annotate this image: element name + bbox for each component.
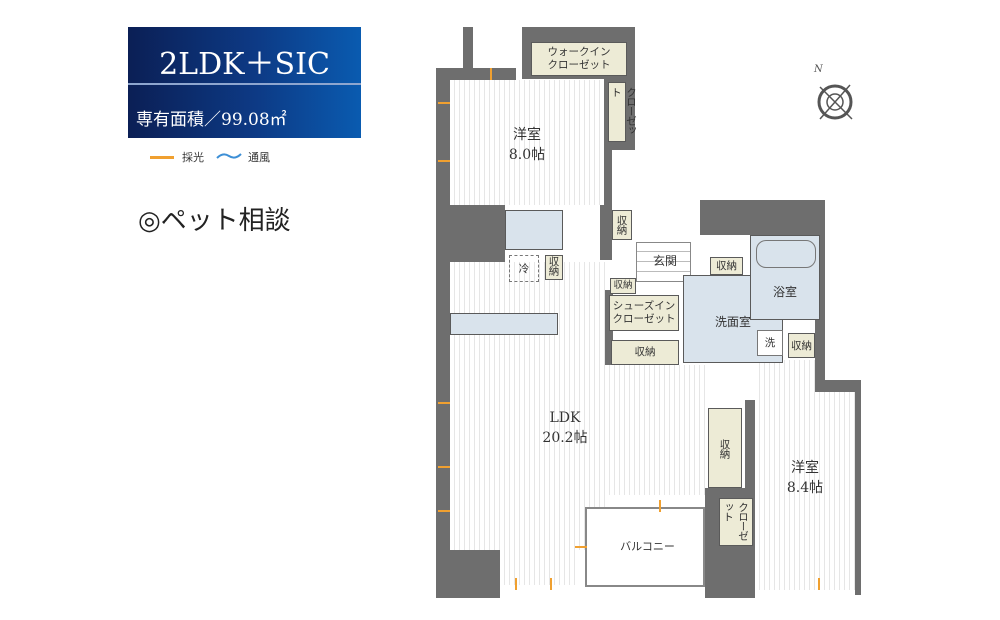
- wall: [700, 200, 825, 235]
- wall: [436, 68, 516, 80]
- storage: 収納: [710, 257, 743, 275]
- wall: [450, 205, 505, 262]
- kitchen-counter: [450, 313, 558, 335]
- entrance-label: 玄関: [652, 254, 677, 268]
- wall: [436, 68, 450, 598]
- plan-type: 2LDK＋SIC: [159, 47, 330, 82]
- bathtub-icon: [756, 240, 816, 268]
- wind-legend-icon: [216, 153, 242, 159]
- shoes-in-closet: シューズイン クローゼット: [609, 295, 679, 331]
- storage: 収納: [708, 408, 742, 488]
- compass-north-label: N: [814, 64, 823, 75]
- fridge-space: 冷: [509, 255, 539, 282]
- western-room-1: [450, 80, 604, 205]
- light-marker-icon: [659, 500, 661, 512]
- wall: [463, 27, 473, 72]
- light-marker-icon: [438, 510, 450, 512]
- light-marker-icon: [438, 102, 450, 104]
- storage: 収納: [545, 255, 563, 280]
- wall: [440, 550, 500, 598]
- balcony-label: バルコニー: [620, 540, 675, 553]
- storage: 収納: [788, 333, 815, 358]
- closet: クローゼット: [719, 498, 753, 546]
- toilet: [505, 210, 563, 250]
- walk-in-closet: ウォークイン クローゼット: [531, 42, 627, 76]
- entrance-tiles: [636, 242, 691, 282]
- plan-type-banner: 2LDK＋SIC 専有面積／99.08㎡: [128, 27, 361, 138]
- storage: 収納: [612, 210, 632, 240]
- light-marker-icon: [490, 68, 492, 80]
- ldk-floor: [500, 490, 575, 585]
- balcony: [585, 507, 705, 587]
- light-legend-label: 採光: [182, 151, 204, 164]
- storage: 収納: [610, 278, 636, 294]
- western-room-2: [755, 360, 815, 395]
- light-marker-icon: [438, 402, 450, 404]
- wind-legend-label: 通風: [248, 151, 270, 164]
- wall: [815, 200, 825, 390]
- ldk-floor: [500, 365, 705, 495]
- banner-divider: [128, 83, 361, 85]
- light-legend-icon: [150, 156, 174, 159]
- light-marker-icon: [438, 466, 450, 468]
- pet-note: ◎ペット相談: [138, 206, 291, 236]
- storage: 収納: [611, 340, 679, 365]
- light-marker-icon: [515, 578, 517, 590]
- washer-space: 洗: [757, 330, 783, 356]
- light-marker-icon: [438, 160, 450, 162]
- wall: [855, 380, 861, 595]
- light-marker-icon: [575, 546, 587, 548]
- light-marker-icon: [818, 578, 820, 590]
- compass-icon: [817, 84, 853, 120]
- floor-area: 専有面積／99.08㎡: [136, 110, 287, 130]
- closet: クローゼット: [608, 82, 637, 142]
- western-room-2: [755, 392, 855, 590]
- wall: [815, 380, 860, 392]
- light-marker-icon: [550, 578, 552, 590]
